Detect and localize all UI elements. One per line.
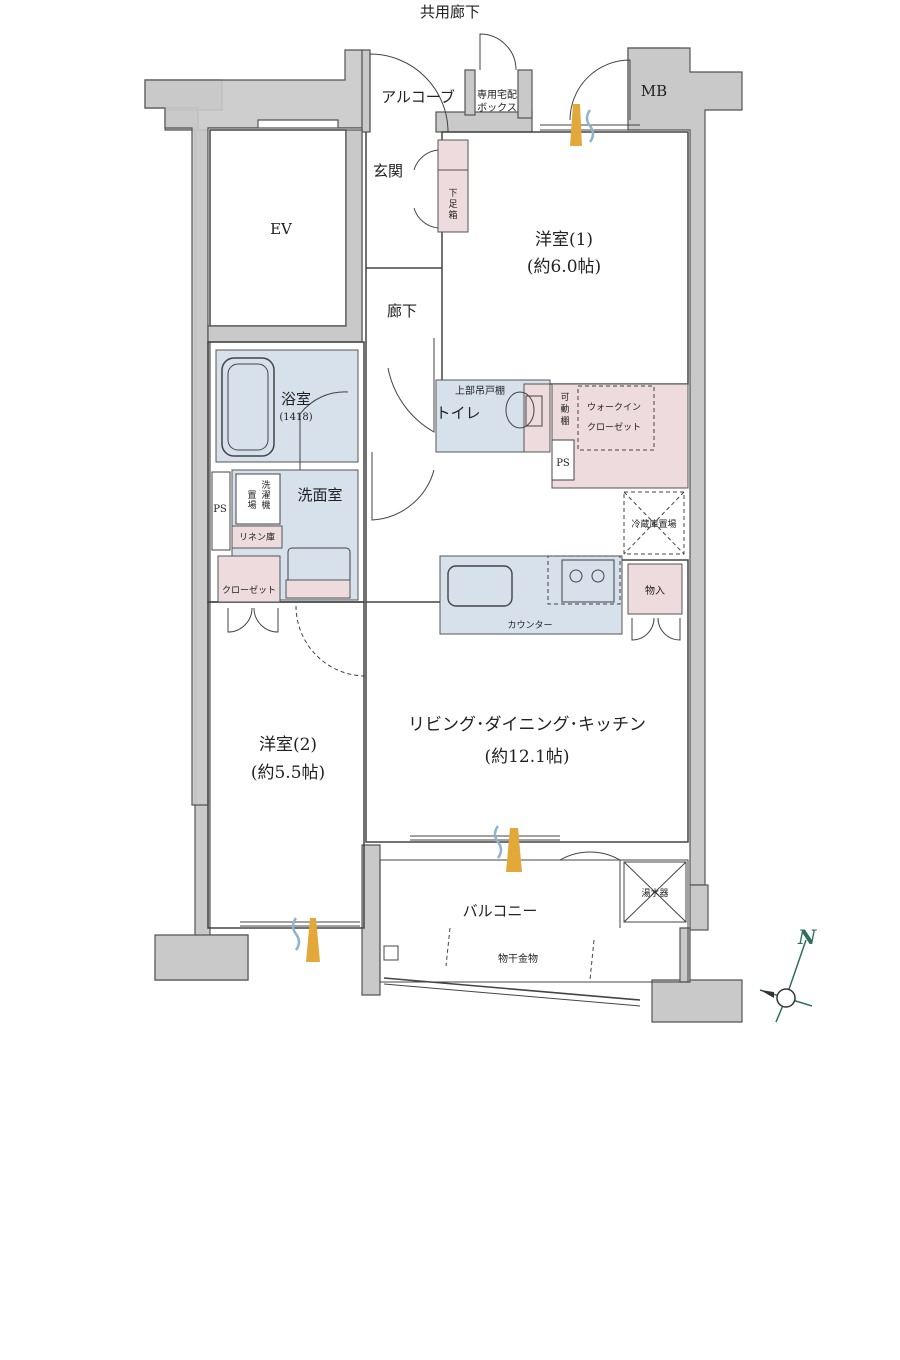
washroom-label: 洗面室 (297, 486, 342, 504)
toilet-cabinet (523, 383, 551, 453)
alcove-label: アルコーブ (381, 88, 455, 106)
fixtures (211, 385, 685, 605)
adjustable-shelf-label-2: 動 (560, 404, 569, 415)
door-swing-icon (387, 338, 435, 433)
shoe-box-label-3: 箱 (448, 209, 457, 221)
ps-right-label: PS (556, 458, 570, 469)
mb-label: MB (641, 82, 667, 100)
western-room-2-name: 洋室(2) (259, 735, 317, 755)
closet-label: クローゼット (222, 584, 276, 596)
ps-left-label: PS (213, 504, 227, 515)
clothes-hanger-label: 物干金物 (498, 952, 538, 965)
balcony-label: バルコニー (463, 902, 538, 920)
door-swing-icon (479, 33, 517, 71)
adjustable-shelf-label-3: 棚 (560, 415, 569, 427)
western-room-2-size: (約5.5帖) (251, 763, 325, 783)
washing-machine-label-4: 置 (247, 490, 256, 501)
shoe-box-label-1: 下 (448, 189, 457, 199)
shoe-box (437, 169, 469, 233)
fridge-label: 冷蔵庫置場 (631, 518, 676, 530)
compass-icon: N (759, 925, 817, 1023)
counter-label: カウンター (507, 620, 552, 631)
bathroom-size: (1418) (279, 412, 312, 423)
shoe-box-upper (437, 139, 469, 171)
airflow-icon (291, 104, 595, 962)
adjustable-shelf-label-1: 可 (560, 392, 569, 403)
washing-machine-label-2: 濯 (261, 490, 270, 501)
water-heater-box (623, 861, 687, 923)
western-room-1-size: (約6.0帖) (527, 257, 601, 277)
compass-north-label: N (797, 925, 817, 949)
storage-areas (217, 139, 689, 615)
toilet-label: トイレ (435, 404, 480, 422)
linen-area (231, 525, 283, 549)
windows (240, 124, 641, 1007)
upper-cabinet-label: 上部吊戸棚 (455, 384, 505, 397)
doors (227, 33, 681, 928)
plan-labels: 共用廊下 アルコーブ 専用宅配 ボックス MB EV 玄関 下 足 箱 廊下 洋… (213, 3, 676, 965)
hallway-label: 廊下 (387, 302, 417, 320)
delivery-box-label-2: ボックス (477, 102, 517, 114)
storage-label: 物入 (645, 584, 665, 597)
walkin-closet-label-2: クローゼット (587, 421, 641, 433)
washing-machine-label-1: 洗 (261, 479, 270, 491)
door-swing-icon (371, 452, 435, 521)
western-room-1-name: 洋室(1) (535, 230, 593, 250)
ev-label: EV (270, 220, 293, 238)
common-corridor-label: 共用廊下 (420, 3, 480, 21)
washing-machine-label-3: 機 (261, 499, 270, 511)
walkin-closet-area (551, 383, 689, 489)
exterior-walls (144, 47, 743, 1023)
door-swing-icon (299, 391, 349, 470)
ldk-name: リビング･ダイニング･キッチン (408, 715, 646, 735)
closet-area (217, 555, 281, 603)
washing-machine-label-5: 場 (247, 499, 256, 511)
door-swing-icon (569, 59, 631, 121)
drain-icon (383, 945, 399, 961)
door-swing-icon (369, 53, 449, 133)
storage-area (627, 563, 683, 615)
bathroom-label: 浴室 (281, 390, 311, 408)
shoe-box-label-2: 足 (448, 199, 457, 210)
ldk-size: (約12.1帖) (484, 747, 569, 767)
door-swing-icon (559, 851, 621, 928)
delivery-box-label-1: 専用宅配 (477, 88, 517, 101)
walkin-closet-label-1: ウォークイン (587, 402, 641, 413)
room-outlines (207, 131, 689, 983)
linen-label: リネン庫 (239, 531, 275, 543)
bathroom-area (215, 349, 359, 463)
water-heater-label: 湯水器 (641, 887, 668, 899)
entrance-label: 玄関 (373, 162, 403, 180)
kitchen-counter-area (439, 555, 623, 635)
